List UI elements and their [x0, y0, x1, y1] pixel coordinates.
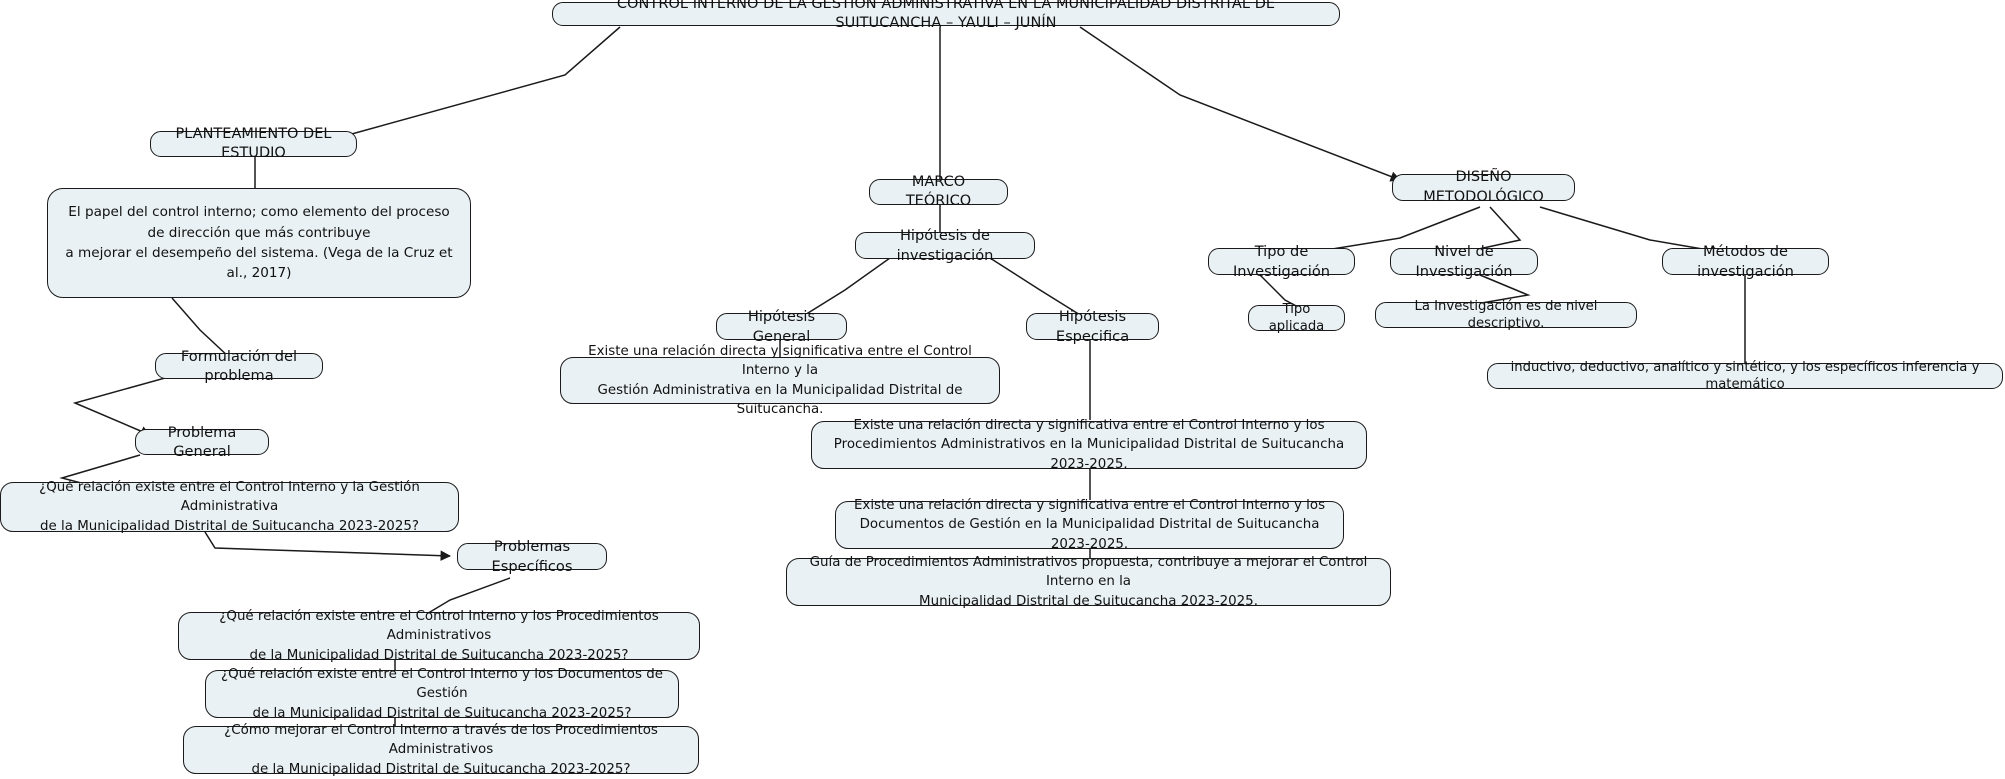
node-problema-general-label: Problema General [167, 423, 237, 460]
node-formulacion-label: Formulación del problema [180, 347, 298, 384]
node-hipotesis-especifica-label: Hipótesis Especifica [1055, 308, 1130, 345]
node-nivel-de-investigacion[interactable]: Nivel de Investigación [1390, 243, 1538, 280]
node-tipo-aplicada-label: Tipo aplicada [1268, 301, 1325, 334]
node-hipotesis-general[interactable]: Hipótesis General [716, 308, 847, 345]
node-hipotesis-especifica-texto-3-text: Guía de Procedimientos Administrativos p… [809, 555, 1368, 609]
node-pregunta-especifica-3[interactable]: ¿Cómo mejorar el Control Interno a travé… [183, 723, 699, 777]
node-hipotesis-especifica-texto-2[interactable]: Existe una relación directa y significat… [835, 498, 1344, 552]
node-hipotesis-especifica-texto-3[interactable]: Guía de Procedimientos Administrativos p… [786, 555, 1391, 609]
node-hipotesis-general-texto[interactable]: Existe una relación directa y significat… [560, 344, 1000, 417]
node-pregunta-especifica-3-text: ¿Cómo mejorar el Control Interno a travé… [224, 723, 658, 777]
node-diseno-metodologico[interactable]: DISEÑO METODOLÓGICO [1392, 169, 1575, 205]
edge-title-planteamiento [328, 26, 621, 143]
node-hipotesis-especifica-texto-1-text: Existe una relación directa y significat… [833, 418, 1345, 472]
node-tipo-investigacion-label: Tipo de Investigación [1232, 243, 1330, 280]
node-pregunta-especifica-1[interactable]: ¿Qué relación existe entre el Control In… [178, 609, 700, 663]
node-pregunta-especifica-2-text: ¿Qué relación existe entre el Control In… [221, 667, 663, 721]
node-diseno-metodologico-label: DISEÑO METODOLÓGICO [1423, 169, 1544, 205]
node-problema-general[interactable]: Problema General [135, 424, 269, 460]
node-problemas-especificos[interactable]: Problemas Específicos [457, 538, 607, 575]
node-metodos-investigacion-valor-text: inductivo, deductivo, analítico y sintét… [1510, 359, 1980, 392]
node-marco-teorico[interactable]: MARCO TEÓRICO [869, 174, 1008, 209]
node-metodos-de-investigacion[interactable]: Métodos de investigación [1662, 243, 1829, 280]
node-hipotesis-especifica-texto-2-text: Existe una relación directa y significat… [853, 498, 1326, 552]
node-quote-vega-de-la-cruz[interactable]: El papel del control interno; como eleme… [47, 188, 471, 298]
node-formulacion-del-problema[interactable]: Formulación del problema [155, 348, 323, 384]
node-planteamiento-label: PLANTEAMIENTO DEL ESTUDIO [175, 125, 332, 161]
node-nivel-investigacion-valor-text: La Investigación es de nivel descriptivo… [1414, 298, 1598, 331]
node-pregunta-especifica-2[interactable]: ¿Qué relación existe entre el Control In… [205, 667, 679, 721]
node-tipo-de-investigacion[interactable]: Tipo de Investigación [1208, 243, 1355, 280]
node-hipotesis-especifica-texto-1[interactable]: Existe una relación directa y significat… [811, 418, 1367, 472]
edge-title-diseno [1079, 26, 1401, 182]
node-pregunta-general-text: ¿Qué relación existe entre el Control In… [39, 480, 420, 534]
node-hipotesis-de-investigacion[interactable]: Hipótesis de investigación [855, 227, 1035, 264]
node-hipotesis-general-texto-text: Existe una relación directa y significat… [588, 344, 972, 417]
node-quote-text: El papel del control interno; como eleme… [65, 204, 453, 282]
node-title[interactable]: CONTROL INTERNO DE LA GESTIÓN ADMINISTRA… [552, 0, 1340, 31]
node-nivel-investigacion-valor[interactable]: La Investigación es de nivel descriptivo… [1375, 299, 1637, 331]
node-pregunta-general[interactable]: ¿Qué relación existe entre el Control In… [0, 480, 459, 534]
node-hipotesis-investigacion-label: Hipótesis de investigación [896, 227, 994, 264]
node-title-label: CONTROL INTERNO DE LA GESTIÓN ADMINISTRA… [616, 0, 1276, 31]
node-metodos-investigacion-valor[interactable]: inductivo, deductivo, analítico y sintét… [1487, 360, 2003, 392]
edge-pregunta-problemas-especificos [204, 531, 452, 561]
node-nivel-investigacion-label: Nivel de Investigación [1415, 243, 1513, 280]
node-planteamiento-del-estudio[interactable]: PLANTEAMIENTO DEL ESTUDIO [150, 126, 357, 161]
node-problemas-especificos-label: Problemas Específicos [491, 538, 573, 575]
node-metodos-investigacion-label: Métodos de investigación [1697, 243, 1794, 280]
node-hipotesis-especifica[interactable]: Hipótesis Especifica [1026, 308, 1159, 345]
node-pregunta-especifica-1-text: ¿Qué relación existe entre el Control In… [219, 609, 659, 663]
node-hipotesis-general-label: Hipótesis General [747, 308, 816, 345]
node-tipo-aplicada[interactable]: Tipo aplicada [1248, 302, 1345, 334]
node-marco-teorico-label: MARCO TEÓRICO [905, 173, 972, 209]
